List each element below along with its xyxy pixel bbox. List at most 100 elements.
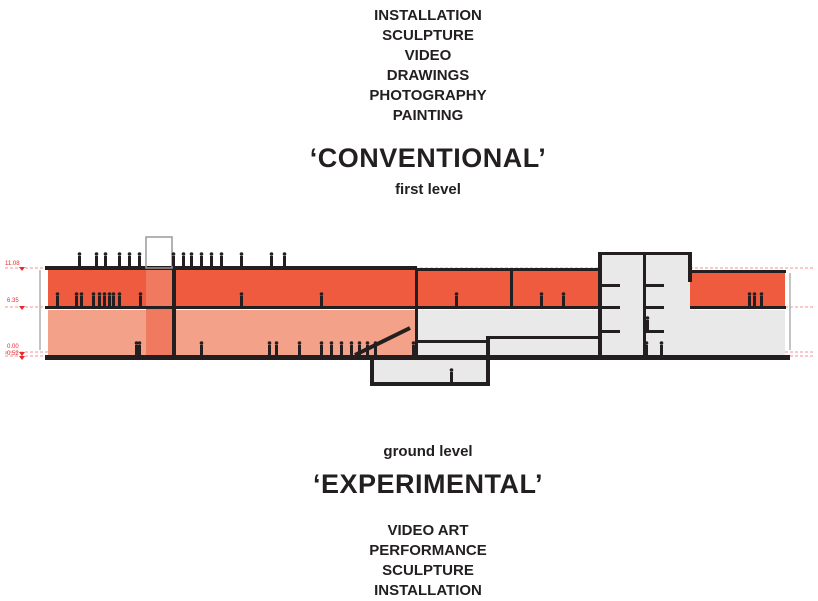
person-silhouette bbox=[112, 296, 115, 306]
person-silhouette bbox=[78, 256, 81, 266]
program-item: PHOTOGRAPHY bbox=[369, 87, 487, 104]
person-silhouette bbox=[200, 256, 203, 266]
person-silhouette bbox=[210, 256, 213, 266]
person-silhouette bbox=[561, 292, 566, 296]
person-silhouette bbox=[365, 341, 370, 345]
program-item: PERFORMANCE bbox=[369, 542, 487, 559]
person-silhouette bbox=[540, 296, 543, 306]
person-silhouette bbox=[80, 296, 83, 306]
person-silhouette bbox=[239, 252, 244, 256]
person-silhouette bbox=[645, 345, 648, 355]
person-silhouette bbox=[358, 345, 361, 355]
person-silhouette bbox=[138, 256, 141, 266]
person-silhouette bbox=[97, 292, 102, 296]
person-silhouette bbox=[373, 341, 378, 345]
person-silhouette bbox=[103, 252, 108, 256]
person-silhouette bbox=[240, 256, 243, 266]
person-silhouette bbox=[645, 316, 650, 320]
person-silhouette bbox=[118, 256, 121, 266]
person-silhouette bbox=[659, 341, 664, 345]
ground-level-space bbox=[48, 310, 416, 355]
ground-level-other bbox=[416, 310, 600, 355]
program-item: SCULPTURE bbox=[382, 562, 474, 579]
person-silhouette bbox=[274, 341, 279, 345]
person-silhouette bbox=[329, 341, 334, 345]
person-silhouette bbox=[275, 345, 278, 355]
person-silhouette bbox=[454, 292, 459, 296]
person-silhouette bbox=[562, 296, 565, 306]
person-silhouette bbox=[199, 252, 204, 256]
person-silhouette bbox=[134, 341, 139, 345]
conventional-title: ‘CONVENTIONAL’ bbox=[309, 143, 547, 173]
person-silhouette bbox=[319, 292, 324, 296]
person-silhouette bbox=[660, 345, 663, 355]
person-silhouette bbox=[94, 252, 99, 256]
program-item: DRAWINGS bbox=[386, 67, 470, 84]
person-silhouette bbox=[330, 345, 333, 355]
lower-program-list: VIDEO ART PERFORMANCE SCULPTURE INSTALLA… bbox=[0, 521, 818, 601]
program-item: SCULPTURE bbox=[382, 27, 474, 44]
experimental-title: ‘EXPERIMENTAL’ bbox=[312, 469, 544, 499]
program-item: VIDEO ART bbox=[387, 522, 469, 539]
person-silhouette bbox=[135, 345, 138, 355]
level-marker-icon bbox=[19, 267, 25, 360]
person-silhouette bbox=[138, 345, 141, 355]
person-silhouette bbox=[117, 252, 122, 256]
person-silhouette bbox=[127, 252, 132, 256]
stair-core bbox=[146, 270, 172, 355]
person-silhouette bbox=[55, 292, 60, 296]
person-silhouette bbox=[220, 256, 223, 266]
person-silhouette bbox=[646, 320, 649, 330]
person-silhouette bbox=[95, 256, 98, 266]
person-silhouette bbox=[92, 296, 95, 306]
program-item: VIDEO bbox=[404, 47, 452, 64]
person-silhouette bbox=[644, 341, 649, 345]
person-silhouette bbox=[209, 252, 214, 256]
person-silhouette bbox=[270, 256, 273, 266]
person-silhouette bbox=[412, 345, 415, 355]
people-silhouettes bbox=[55, 252, 764, 382]
upper-program-list: INSTALLATION SCULPTURE VIDEO DRAWINGS PH… bbox=[0, 6, 818, 126]
person-silhouette bbox=[450, 372, 453, 382]
person-silhouette bbox=[103, 296, 106, 306]
person-silhouette bbox=[269, 252, 274, 256]
level-label: 0.00 bbox=[7, 344, 19, 350]
person-silhouette bbox=[760, 296, 763, 306]
person-silhouette bbox=[108, 296, 111, 306]
basement bbox=[372, 358, 490, 384]
person-silhouette bbox=[753, 296, 756, 306]
person-silhouette bbox=[411, 341, 416, 345]
person-silhouette bbox=[747, 292, 752, 296]
person-silhouette bbox=[357, 341, 362, 345]
first-level-space bbox=[48, 270, 600, 307]
person-silhouette bbox=[199, 341, 204, 345]
person-silhouette bbox=[219, 252, 224, 256]
person-silhouette bbox=[77, 252, 82, 256]
person-silhouette bbox=[200, 345, 203, 355]
person-silhouette bbox=[339, 341, 344, 345]
first-level-space-east bbox=[690, 272, 785, 307]
person-silhouette bbox=[350, 345, 353, 355]
person-silhouette bbox=[91, 292, 96, 296]
person-silhouette bbox=[374, 345, 377, 355]
person-silhouette bbox=[74, 292, 79, 296]
person-silhouette bbox=[320, 296, 323, 306]
person-silhouette bbox=[455, 296, 458, 306]
person-silhouette bbox=[297, 341, 302, 345]
person-silhouette bbox=[172, 256, 175, 266]
person-silhouette bbox=[138, 292, 143, 296]
person-silhouette bbox=[181, 252, 186, 256]
person-silhouette bbox=[340, 345, 343, 355]
first-level-label: first level bbox=[395, 181, 461, 198]
person-silhouette bbox=[118, 296, 121, 306]
person-silhouette bbox=[189, 252, 194, 256]
person-silhouette bbox=[748, 296, 751, 306]
person-silhouette bbox=[349, 341, 354, 345]
structure bbox=[45, 252, 790, 386]
person-silhouette bbox=[539, 292, 544, 296]
ground-level-east bbox=[690, 310, 785, 355]
person-silhouette bbox=[449, 368, 454, 372]
person-silhouette bbox=[104, 256, 107, 266]
level-markers: 11.08 6.35 0.00 -0.52 bbox=[5, 261, 25, 360]
tribune bbox=[354, 326, 411, 357]
